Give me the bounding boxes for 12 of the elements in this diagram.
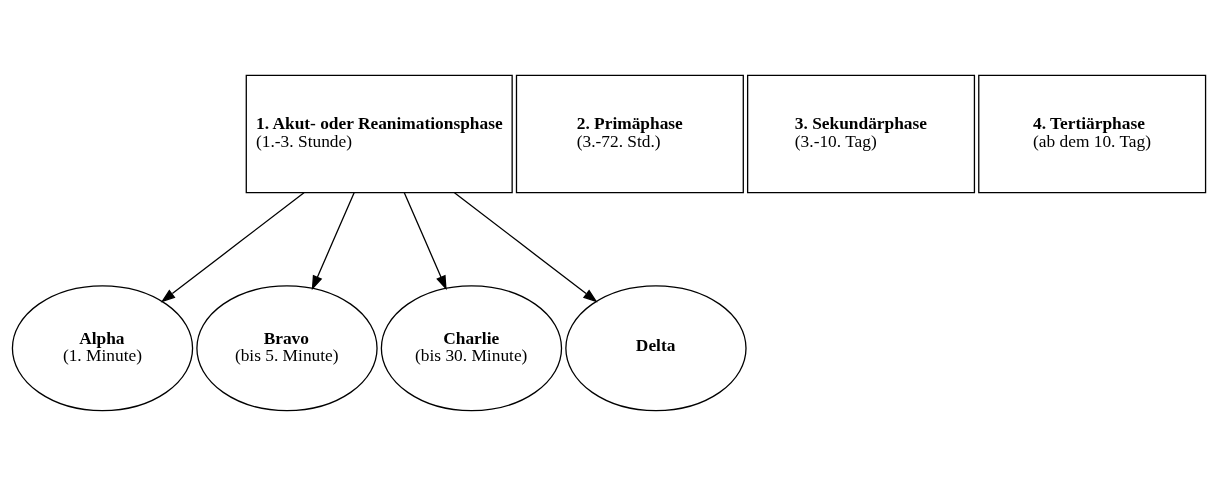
node-box: 2. Primäphase (3.-72. Std.) — [515, 74, 744, 194]
node-box: 1. Akut- oder Reanimationsphase (1.-3. Stunde) — [245, 74, 513, 194]
arrow — [453, 192, 598, 303]
node-ellipse: Charlie (bis 30. Minute) — [380, 285, 563, 412]
node-box: 3. Sekundärphase (3.-10. Tag) — [747, 74, 976, 194]
node-ellipse: Delta — [565, 285, 747, 412]
arrow — [311, 192, 355, 291]
arrow — [160, 192, 305, 303]
node-box: 4. Tertiärphase (ab dem 10. Tag) — [978, 74, 1207, 194]
node-ellipse: Bravo (bis 5. Minute) — [196, 285, 378, 412]
node-ellipse: Alpha (1. Minute) — [11, 285, 194, 412]
arrow — [403, 192, 447, 291]
